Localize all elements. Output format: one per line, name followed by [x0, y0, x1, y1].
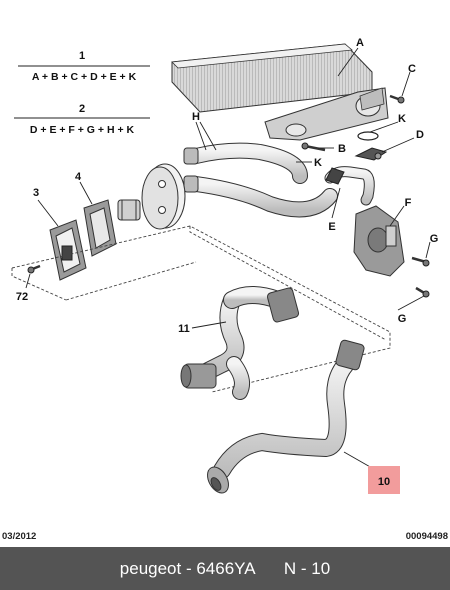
footer-bar: peugeot - 6466YA N - 10 — [0, 547, 450, 590]
label-d: D — [416, 129, 424, 141]
leader-lines — [25, 47, 431, 469]
screw-g-upper — [411, 256, 430, 267]
legend-2-number: 2 — [79, 103, 85, 115]
label-10: 10 — [378, 476, 390, 488]
screw-b — [301, 142, 326, 152]
footer-page: N - 10 — [283, 558, 331, 578]
coupling — [117, 199, 141, 221]
highlight-part-10 — [368, 466, 400, 494]
legend-group-1: 1 A + B + C + D + E + K — [18, 50, 150, 83]
screw-g-lower — [415, 286, 430, 298]
reference-code: 00094498 — [405, 531, 448, 542]
label-11: 11 — [178, 323, 190, 335]
parts-diagram: 1 A + B + C + D + E + K 2 D + E + F + G … — [11, 37, 439, 494]
label-f: F — [405, 197, 412, 209]
label-c: C — [408, 63, 416, 75]
hose-10 — [207, 339, 365, 494]
hoses-h — [183, 142, 338, 218]
label-h: H — [192, 111, 200, 123]
label-72: 72 — [16, 291, 28, 303]
o-ring-k-upper — [357, 131, 379, 141]
label-k-lower: K — [314, 157, 322, 169]
label-e: E — [328, 221, 335, 233]
label-4: 4 — [75, 171, 82, 183]
dashed-outline — [11, 225, 391, 393]
date-code: 03/2012 — [2, 531, 37, 542]
label-a: A — [356, 37, 364, 49]
label-k-upper: K — [398, 113, 406, 125]
gasket-4 — [83, 199, 117, 257]
legend-1-formula: A + B + C + D + E + K — [32, 71, 137, 83]
bulkhead-disc — [141, 163, 186, 230]
legend-2-formula: D + E + F + G + H + K — [30, 124, 135, 136]
screw-72 — [27, 264, 41, 274]
footer-spacer — [256, 559, 284, 579]
screw-c — [389, 94, 405, 104]
label-g-lower: G — [398, 313, 407, 325]
label-3: 3 — [33, 187, 39, 199]
label-b: B — [338, 143, 346, 155]
legend-1-number: 1 — [79, 50, 85, 62]
label-g-upper: G — [430, 233, 439, 245]
legend-group-2: 2 D + E + F + G + H + K — [14, 103, 150, 136]
footer-brand: peugeot - 6466YA — [119, 558, 256, 578]
tube-e — [324, 166, 375, 206]
heater-core — [171, 43, 389, 141]
hose-11 — [180, 286, 300, 400]
clip-d — [354, 147, 388, 161]
plate-3 — [49, 219, 87, 281]
